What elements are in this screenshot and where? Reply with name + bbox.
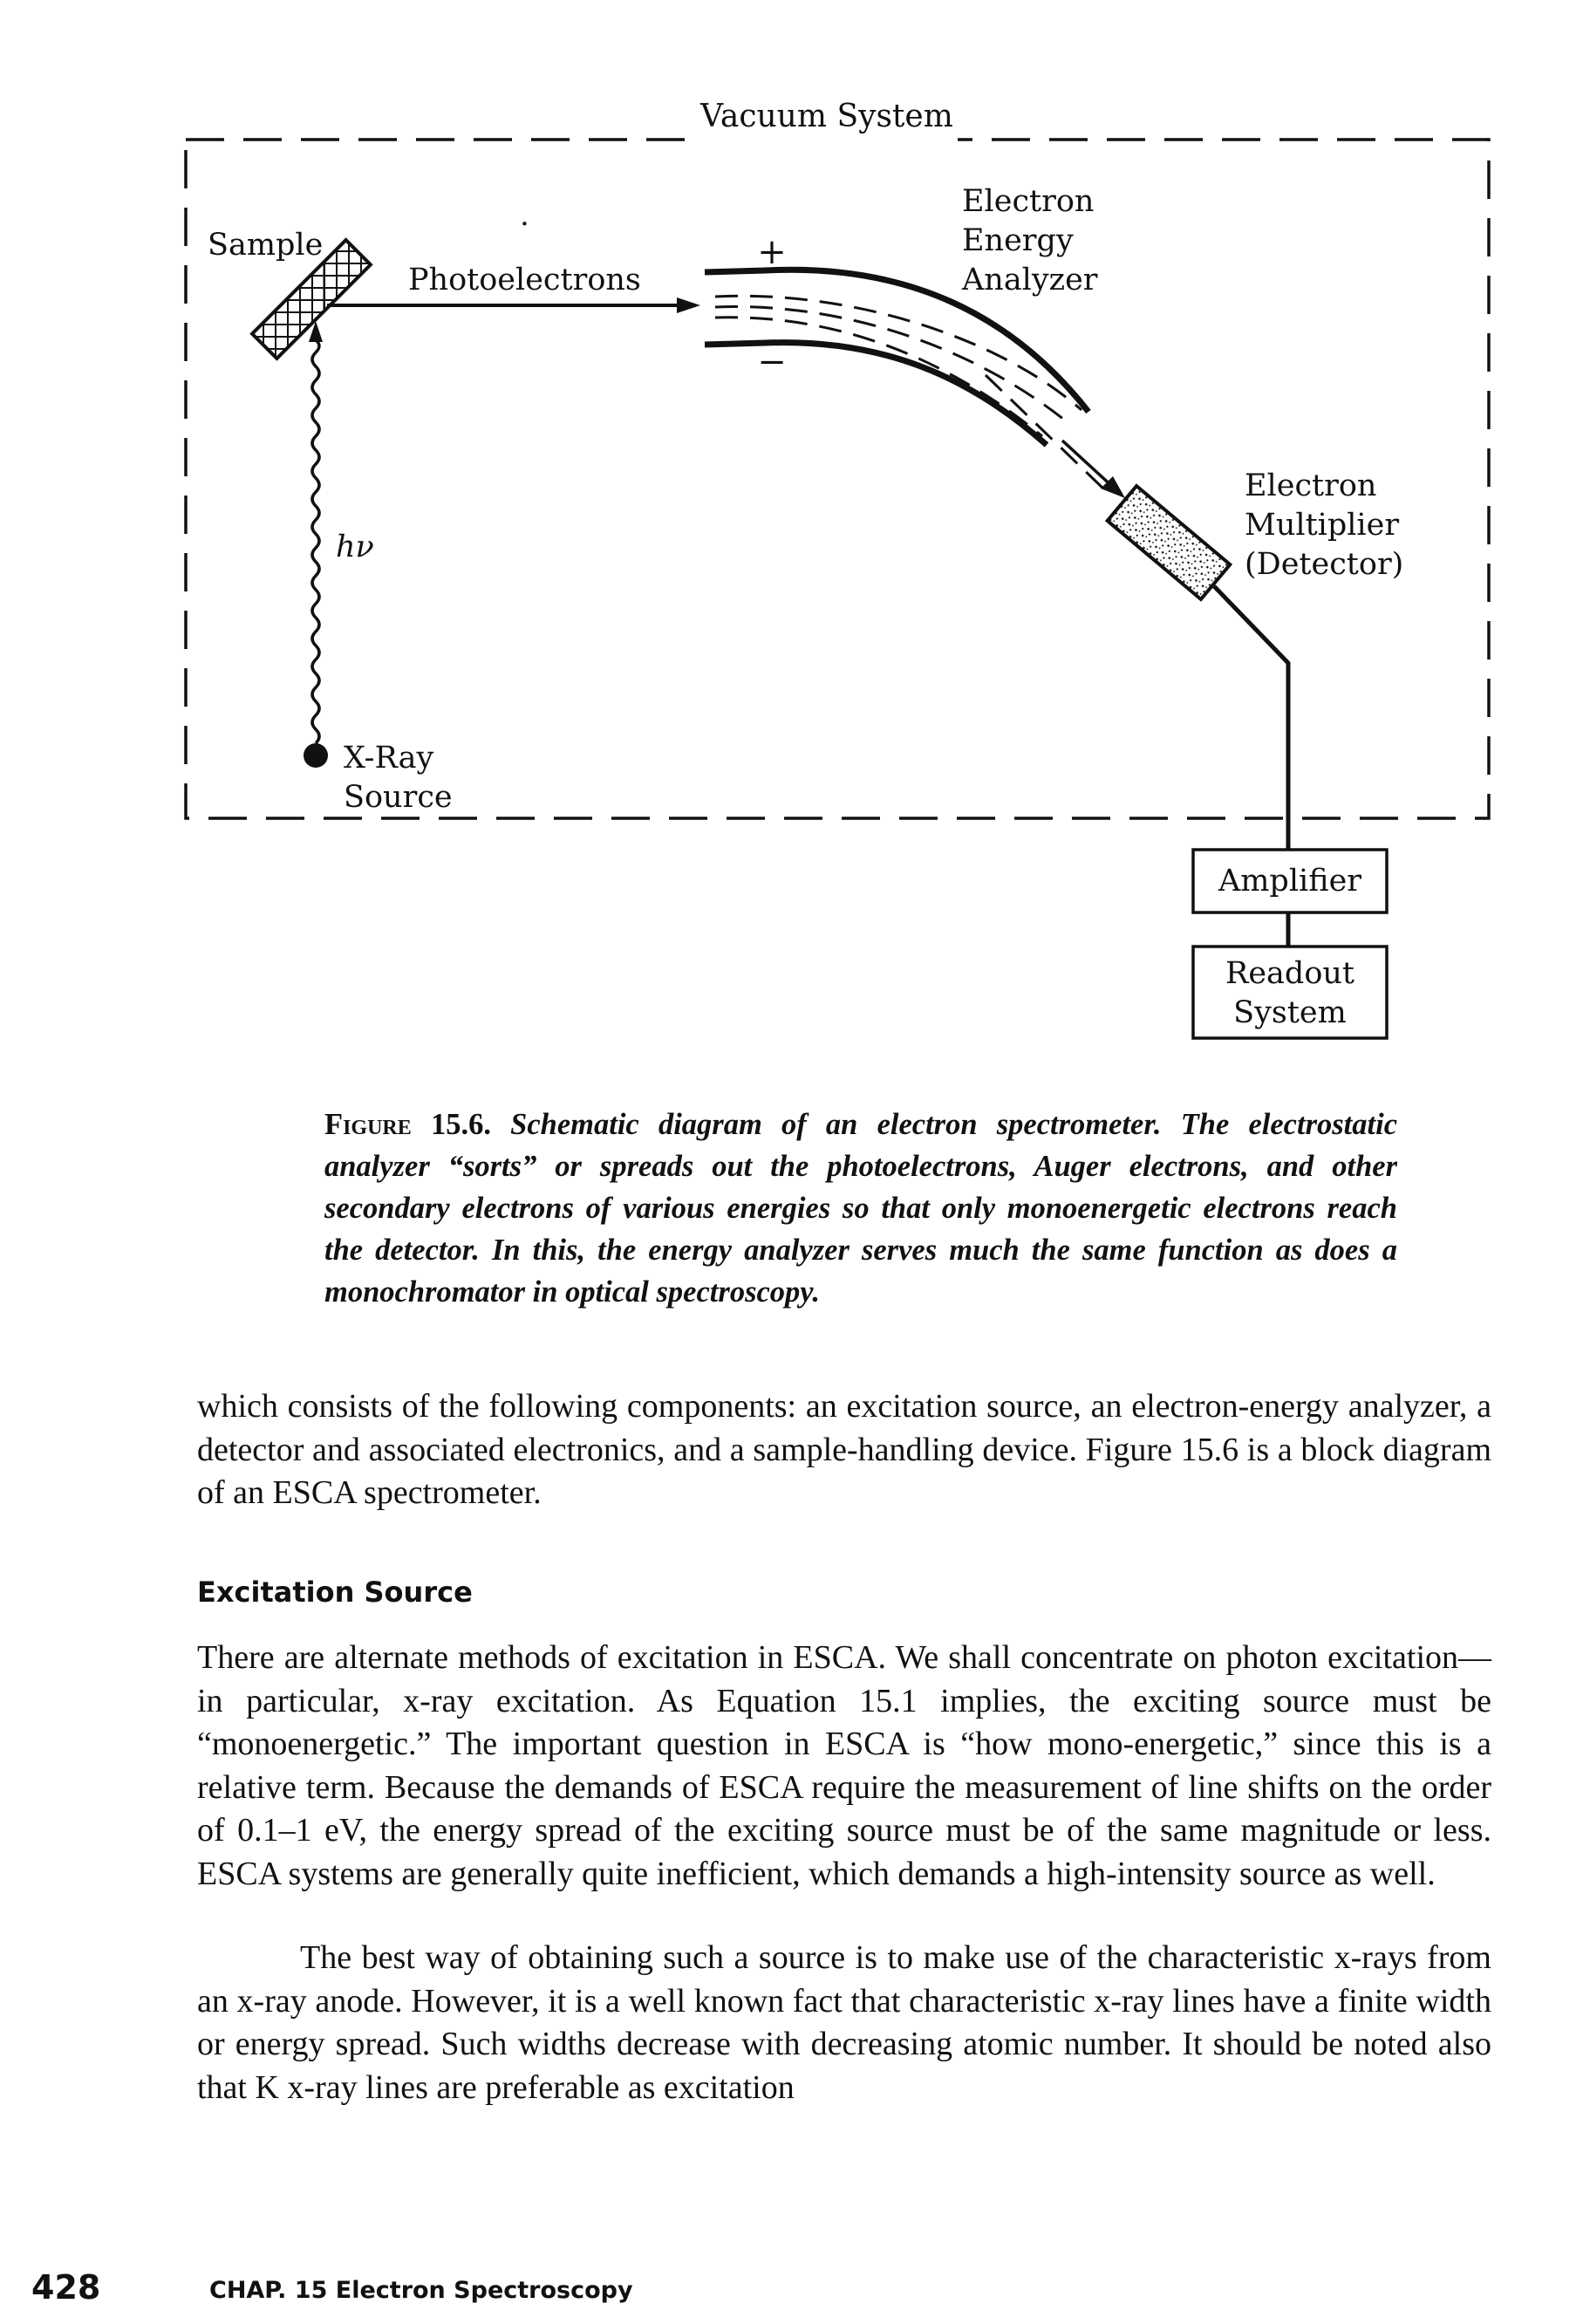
analyzer-label-line2: Energy: [962, 223, 1074, 258]
electron-multiplier: [1104, 483, 1233, 602]
electron-spectrometer-diagram: Vacuum System Sample . Photoelectrons + …: [184, 99, 1491, 1040]
trajectory-1: [714, 294, 1082, 412]
amplifier-box: [1191, 848, 1389, 914]
xray-wave-path: [310, 338, 321, 745]
running-head: CHAP. 15 Electron Spectroscopy: [209, 2277, 633, 2304]
detector-signal-lead: [1212, 584, 1291, 868]
section-heading-excitation-source: Excitation Source: [197, 1576, 473, 1609]
paragraph-xray-anode: The best way of obtaining such a source …: [197, 1939, 1491, 2106]
trajectory-3: [714, 316, 1043, 438]
xray-arrowhead: [309, 321, 323, 342]
trajectory-4: [984, 373, 1105, 490]
readout-system-box: [1191, 945, 1389, 1040]
readout-label-line1: Readout: [1225, 956, 1354, 991]
analyzer-minus-sign: −: [757, 342, 787, 382]
figure-caption-text: Schematic diagram of an electron spectro…: [324, 1107, 1398, 1309]
analyzer-label-line1: Electron: [962, 184, 1094, 219]
page-number: 428: [31, 2268, 101, 2307]
paragraph-components: which consists of the following componen…: [197, 1388, 1491, 1511]
stray-dot: .: [520, 198, 529, 233]
sample-plate: [249, 237, 373, 361]
analyzer-label-line3: Analyzer: [961, 263, 1098, 297]
trajectory-2: [714, 305, 1069, 425]
readout-label-line2: System: [1233, 995, 1347, 1030]
photoelectron-arrowhead: [677, 297, 700, 313]
xray-source-label-line1: X-Ray: [344, 741, 434, 776]
figure-caption: Figure 15.6. Schematic diagram of an ele…: [324, 1104, 1397, 1313]
analyzer-inner-plate: [704, 339, 1049, 448]
hv-label: hν: [336, 530, 374, 564]
xray-source-dot: [304, 743, 328, 768]
figure-caption-label: Figure 15.6.: [324, 1107, 491, 1141]
analyzer-outer-plate: [704, 266, 1091, 414]
detector-arrowhead: [1101, 476, 1125, 498]
amplifier-label: Amplifier: [1218, 864, 1361, 899]
photoelectrons-label: Photoelectrons: [408, 263, 641, 297]
multiplier-label-line3: (Detector): [1245, 547, 1403, 582]
multiplier-label-line2: Multiplier: [1245, 508, 1399, 543]
sample-label: Sample: [208, 228, 323, 263]
trajectory-to-detector: [1061, 439, 1116, 490]
paragraph-excitation-methods: There are alternate methods of excitatio…: [197, 1639, 1491, 1892]
xray-source-label-line2: Source: [344, 780, 453, 815]
analyzer-plus-sign: +: [757, 232, 787, 272]
vacuum-system-title: Vacuum System: [699, 99, 953, 134]
multiplier-label-line1: Electron: [1245, 468, 1376, 503]
